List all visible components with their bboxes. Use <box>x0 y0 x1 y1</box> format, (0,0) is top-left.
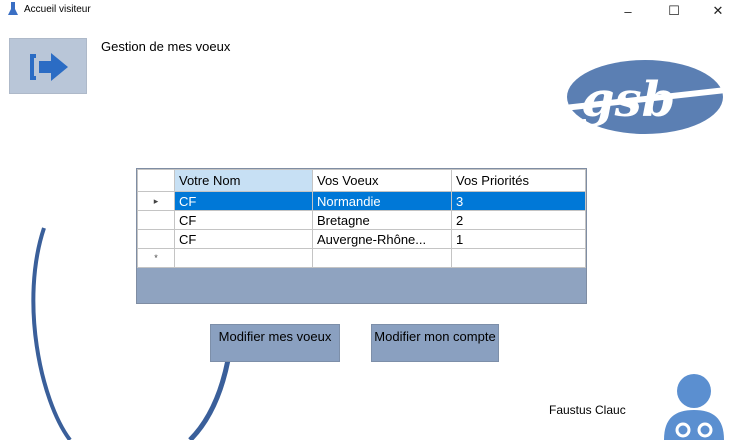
exit-button[interactable] <box>9 38 87 94</box>
modifier-compte-button[interactable]: Modifier mon compte <box>371 324 499 362</box>
app-icon <box>8 2 18 15</box>
cell-voeu[interactable]: Bretagne <box>312 210 452 230</box>
cell-priorite[interactable]: 1 <box>451 229 586 249</box>
header-row: Votre Nom Vos Voeux Vos Priorités <box>137 169 586 192</box>
decorative-arc <box>31 227 231 440</box>
new-row-marker[interactable]: * <box>137 248 175 268</box>
exit-arrow-icon <box>30 53 68 81</box>
gsb-logo: gsb <box>555 60 735 134</box>
cell-voeu[interactable] <box>312 248 452 268</box>
cell-nom[interactable] <box>174 248 313 268</box>
column-header-voeux[interactable]: Vos Voeux <box>312 169 452 192</box>
row-header[interactable] <box>137 210 175 230</box>
cell-voeu[interactable]: Auvergne-Rhône... <box>312 229 452 249</box>
cell-priorite[interactable] <box>451 248 586 268</box>
row-selector-icon[interactable]: ▸ <box>137 191 175 211</box>
table-row[interactable]: CF Auvergne-Rhône... 1 <box>137 229 586 249</box>
user-name: Faustus Clauc <box>549 403 626 417</box>
minimize-button[interactable]: – <box>624 3 632 19</box>
cell-voeu[interactable]: Normandie <box>312 191 452 211</box>
table-row[interactable]: CF Bretagne 2 <box>137 210 586 230</box>
cell-priorite[interactable]: 2 <box>451 210 586 230</box>
row-header[interactable] <box>137 229 175 249</box>
column-header-priorites[interactable]: Vos Priorités <box>451 169 586 192</box>
close-button[interactable]: ✕ <box>712 3 724 18</box>
cell-nom[interactable]: CF <box>174 191 313 211</box>
voeux-table: Votre Nom Vos Voeux Vos Priorités ▸ CF N… <box>137 169 586 268</box>
table-row[interactable]: ▸ CF Normandie 3 <box>137 191 586 211</box>
column-header-nom[interactable]: Votre Nom <box>174 169 313 192</box>
svg-text:gsb: gsb <box>581 72 675 128</box>
voeux-grid[interactable]: Votre Nom Vos Voeux Vos Priorités ▸ CF N… <box>136 168 587 304</box>
cell-nom[interactable]: CF <box>174 210 313 230</box>
cell-priorite[interactable]: 3 <box>451 191 586 211</box>
title-bar: Accueil visiteur – ☐ ✕ <box>0 0 737 22</box>
window-title: Accueil visiteur <box>24 4 91 15</box>
new-row[interactable]: * <box>137 248 586 268</box>
modifier-voeux-button[interactable]: Modifier mes voeux <box>210 324 340 362</box>
page-title: Gestion de mes voeux <box>101 39 231 54</box>
cell-nom[interactable]: CF <box>174 229 313 249</box>
corner-cell[interactable] <box>137 169 175 192</box>
user-avatar-icon <box>664 374 724 440</box>
maximize-button[interactable]: ☐ <box>668 3 680 18</box>
